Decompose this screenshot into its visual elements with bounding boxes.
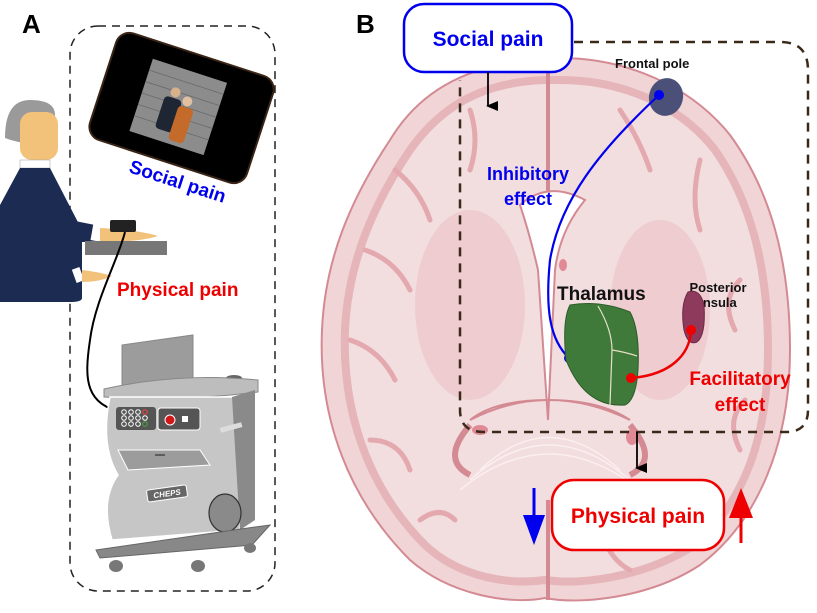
photo-icon [129, 58, 228, 156]
panel-a: A Social pain [0, 9, 276, 592]
participant-figure [0, 100, 167, 302]
thalamus-region [564, 303, 639, 406]
facilitatory-effect-label-line2: effect [715, 395, 766, 416]
panel-a-letter: A [22, 9, 41, 39]
device-control-panel [157, 407, 201, 431]
panel-b-dashed-frame [458, 40, 810, 434]
device-brand-label: CHEPS [153, 487, 182, 500]
physical-pain-box: Physical pain [550, 478, 726, 552]
brain-axial-section [320, 56, 792, 602]
posterior-insula-label-line1: Posterior [689, 280, 746, 295]
facilitatory-start-node [686, 325, 696, 335]
decrease-arrow-icon [523, 488, 545, 545]
panel-a-physical-pain-label: Physical pain [117, 280, 238, 301]
head [20, 112, 58, 160]
lateral-ventricles [518, 190, 587, 421]
social-pain-box: Social pain [402, 2, 574, 74]
panel-b: B [320, 2, 810, 602]
increase-arrow-icon [729, 488, 753, 543]
physical-pain-box-label: Physical pain [571, 505, 705, 528]
inhibitory-effect-label-line2: effect [504, 189, 552, 209]
inhibitory-pathway [547, 94, 660, 359]
facilitatory-effect-label-line1: Facilitatory [689, 369, 791, 390]
frontal-pole-label: Frontal pole [615, 56, 689, 71]
facilitatory-end-node [626, 373, 636, 383]
panel-a-dashed-frame [69, 25, 276, 592]
facilitatory-pathway [630, 329, 693, 380]
posterior-insula-label-line2: insula [699, 295, 737, 310]
thermode-probe [110, 220, 136, 232]
tablet-screen [88, 31, 275, 185]
inhibitory-effect-label-line1: Inhibitory [487, 164, 569, 184]
panel-b-letter: B [356, 9, 375, 39]
cheps-device: CHEPS [95, 334, 272, 572]
probe-cable [86, 231, 126, 414]
record-button-icon [164, 414, 176, 426]
device-speaker-icon [208, 493, 242, 533]
frontal-pole-region [648, 78, 684, 116]
thalamus-label: Thalamus [557, 284, 646, 305]
inhibitory-start-node [654, 90, 664, 100]
stop-button-icon [182, 416, 188, 422]
device-drawer [117, 449, 211, 471]
device-wheels [109, 543, 256, 572]
posterior-insula-region [682, 290, 705, 344]
social-pain-box-label: Social pain [433, 28, 544, 51]
arm-rest [85, 241, 167, 255]
